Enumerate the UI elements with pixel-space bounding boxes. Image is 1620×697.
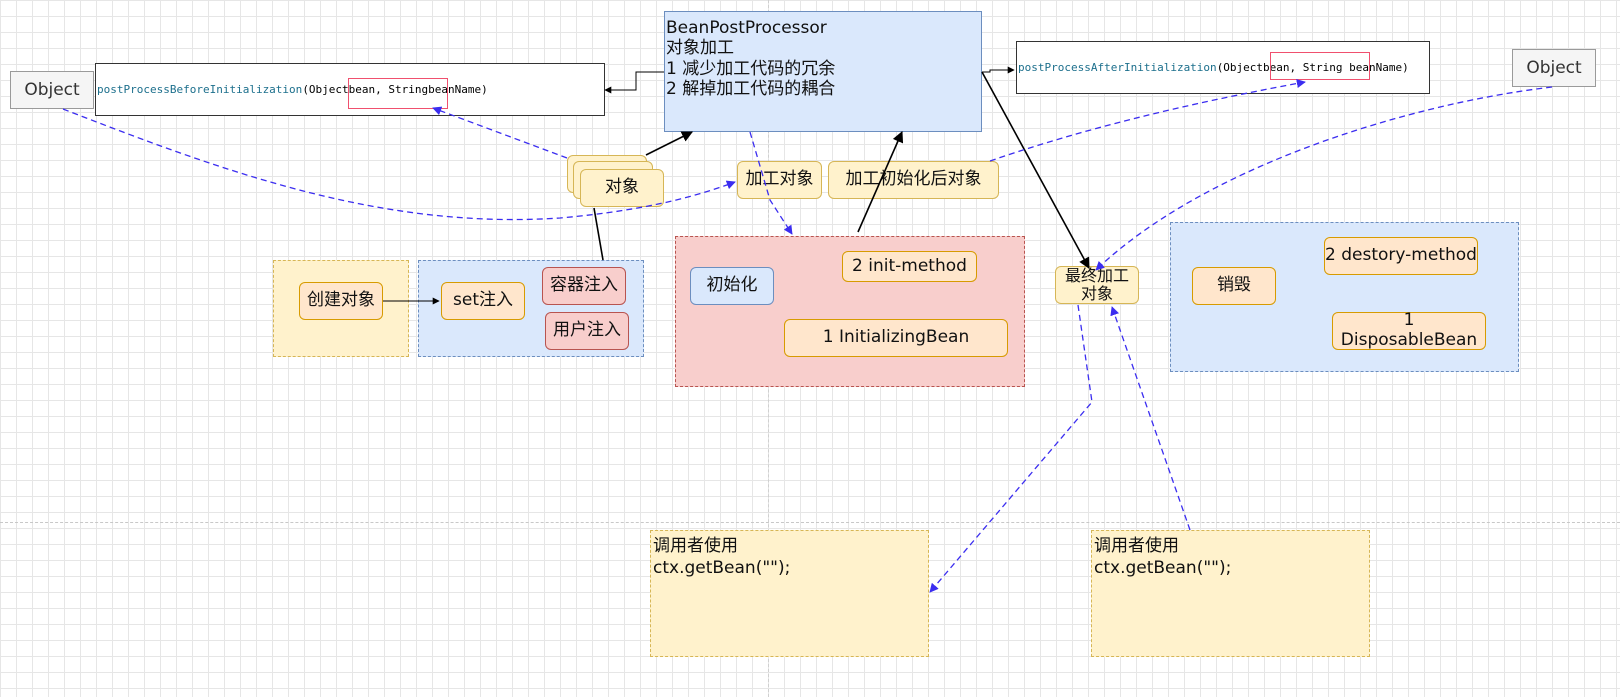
init-method-box: 2 init-method	[842, 251, 977, 282]
destroy-method-box: 2 destory-method	[1324, 237, 1478, 275]
caller-left-line-1: 调用者使用	[653, 536, 738, 556]
before-init-param-c: beanName)	[428, 83, 488, 96]
create-object-box: 创建对象	[299, 282, 383, 320]
caller-right-note: 调用者使用 ctx.getBean("");	[1091, 530, 1370, 657]
after-init-param-b: bean, String b	[1263, 61, 1356, 74]
after-init-method-name: postProcessAfterInitialization	[1018, 61, 1217, 74]
before-init-highlight	[348, 78, 448, 109]
bpp-title: BeanPostProcessor	[666, 18, 827, 38]
after-init-param-a: (Object	[1216, 61, 1264, 74]
bpp-line-3: 2 解掉加工代码的耦合	[666, 79, 836, 100]
caller-right-line-2: ctx.getBean("");	[1094, 558, 1232, 579]
before-init-param-a: (Object	[302, 83, 349, 96]
process-object-box: 加工对象	[737, 161, 822, 199]
inject-to-object-line	[593, 207, 604, 261]
bpp-to-after-code-arrow	[982, 66, 1015, 74]
bpp-to-before-code-arrow	[604, 71, 664, 94]
before-init-param-b: bean, String	[348, 83, 429, 96]
bpp-line-1: 对象加工	[666, 38, 734, 59]
container-inject-box: 容器注入	[542, 267, 626, 305]
init-label-box: 初始化	[690, 267, 774, 305]
final-object-box: 最终加工 对象	[1055, 266, 1139, 304]
disposable-bean-box: 1 DisposableBean	[1332, 311, 1486, 350]
caller-left-note: 调用者使用 ctx.getBean("");	[650, 530, 929, 657]
page-divider-horizontal	[0, 522, 1620, 523]
object-stack-front: 对象	[580, 169, 664, 207]
object-to-bpp-arrow	[645, 131, 694, 156]
caller-right-line-1: 调用者使用	[1094, 536, 1179, 556]
after-init-highlight	[1270, 52, 1370, 80]
set-inject-box: set注入	[441, 282, 525, 320]
initializing-bean-box: 1 InitializingBean	[784, 319, 1008, 357]
bean-post-processor-box: BeanPostProcessor 对象加工 1 减少加工代码的冗余 2 解掉加…	[664, 11, 982, 132]
user-inject-box: 用户注入	[545, 312, 629, 350]
object-right-box: Object	[1512, 49, 1596, 87]
bpp-line-2: 1 减少加工代码的冗余	[666, 58, 836, 79]
before-init-method-name: postProcessBeforeInitialization	[97, 83, 303, 96]
process-after-init-box: 加工初始化后对象	[828, 161, 999, 199]
caller-left-line-2: ctx.getBean("");	[653, 558, 791, 579]
destroy-label-box: 销毁	[1192, 267, 1276, 305]
object-left-box: Object	[10, 71, 94, 109]
